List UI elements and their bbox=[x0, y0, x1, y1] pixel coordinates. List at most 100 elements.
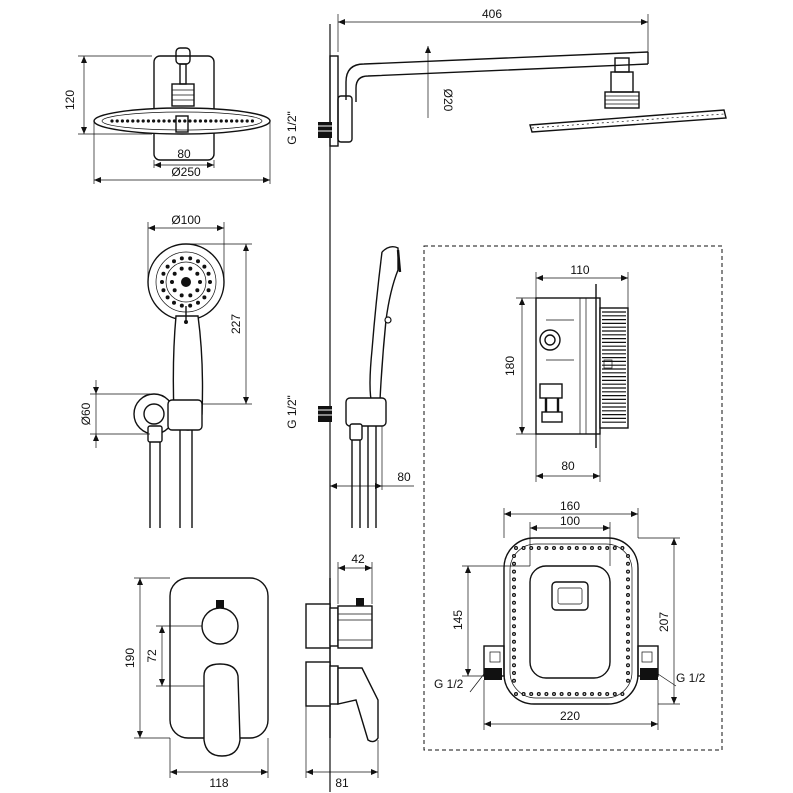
nozzle-dot bbox=[206, 271, 211, 276]
concealed-body-frame bbox=[423, 245, 723, 751]
rivet bbox=[625, 569, 630, 574]
rivet bbox=[511, 624, 516, 629]
rivet bbox=[625, 639, 630, 644]
rivet bbox=[521, 691, 526, 696]
nozzle-dot bbox=[193, 119, 197, 123]
rivet bbox=[511, 647, 516, 652]
dim-mixer-height: 190 bbox=[123, 648, 137, 668]
nozzle-dot bbox=[172, 300, 176, 305]
box-ribs bbox=[602, 311, 626, 423]
nozzle-dot bbox=[152, 119, 156, 123]
nozzle-dot bbox=[235, 119, 239, 123]
plate-rivets bbox=[511, 545, 630, 696]
rivet bbox=[511, 670, 516, 675]
dim-head-height: 120 bbox=[63, 90, 77, 110]
mixer-side-view: 42 81 bbox=[305, 552, 379, 790]
rivet bbox=[625, 585, 630, 590]
rivet bbox=[536, 545, 541, 550]
nozzle-dot bbox=[188, 119, 192, 123]
nozzle-dot bbox=[250, 119, 254, 123]
nozzle-dot bbox=[179, 303, 184, 308]
rivet bbox=[513, 691, 518, 696]
rivet bbox=[544, 545, 549, 550]
dim-mixer-center: 72 bbox=[145, 649, 159, 663]
dim-hand-diameter: Ø100 bbox=[171, 213, 201, 227]
rivet bbox=[625, 592, 630, 597]
thread-label-right: G 1/2 bbox=[676, 671, 706, 685]
rivet bbox=[625, 616, 630, 621]
rivet bbox=[511, 616, 516, 621]
rivet bbox=[551, 691, 556, 696]
rivet bbox=[625, 655, 630, 660]
dim-holder-diameter: Ø60 bbox=[79, 402, 93, 425]
rivet bbox=[625, 631, 630, 636]
rivet bbox=[597, 545, 602, 550]
rivet bbox=[625, 577, 630, 582]
rivet bbox=[511, 600, 516, 605]
nozzle-dot bbox=[208, 280, 212, 284]
hand-shower-side-view: G 1/2" 80 bbox=[285, 245, 414, 528]
nozzle-dot bbox=[230, 119, 234, 123]
nozzle-dot bbox=[172, 259, 176, 264]
rivet bbox=[559, 691, 564, 696]
nozzle-dot bbox=[179, 293, 184, 298]
thread-label-left: G 1/2 bbox=[434, 677, 464, 691]
nozzle-dot bbox=[172, 288, 177, 293]
thread-label-mid: G 1/2" bbox=[285, 395, 299, 429]
nozzle-dot bbox=[204, 119, 208, 123]
rivet bbox=[513, 545, 518, 550]
rivet bbox=[625, 624, 630, 629]
rivet bbox=[567, 691, 572, 696]
dim-pipe-diameter: Ø20 bbox=[441, 89, 455, 112]
nozzle-dot bbox=[202, 264, 207, 269]
nozzle-dot bbox=[165, 295, 170, 300]
rivet bbox=[559, 545, 564, 550]
rivet bbox=[536, 691, 541, 696]
nozzle-dot bbox=[172, 271, 177, 276]
nozzle-dot bbox=[161, 288, 166, 293]
rivet bbox=[620, 545, 625, 550]
nozzle-dot bbox=[196, 300, 200, 305]
rivet bbox=[511, 631, 516, 636]
dim-mixer-side-depth: 81 bbox=[335, 776, 349, 790]
nozzle-dot bbox=[178, 119, 182, 123]
rivet bbox=[582, 545, 587, 550]
rivet bbox=[511, 608, 516, 613]
nozzle-dot bbox=[170, 280, 174, 284]
nozzle-dot bbox=[206, 288, 211, 293]
nozzle-center bbox=[181, 277, 191, 287]
rain-head-nozzles bbox=[110, 119, 254, 123]
rivet bbox=[605, 545, 610, 550]
nozzle-dot bbox=[188, 293, 193, 298]
nozzle-dot bbox=[141, 119, 145, 123]
rivet bbox=[589, 691, 594, 696]
hand-nozzles bbox=[160, 256, 212, 308]
rivet bbox=[625, 600, 630, 605]
nozzle-dot bbox=[245, 119, 249, 123]
rivet bbox=[544, 691, 549, 696]
nozzle-dot bbox=[188, 266, 193, 271]
nozzle-dot bbox=[126, 119, 130, 123]
nozzle-dot bbox=[157, 119, 161, 123]
nozzle-dot bbox=[179, 266, 184, 271]
rain-head-front-view: 120 80 Ø250 bbox=[63, 47, 271, 184]
rivet bbox=[551, 545, 556, 550]
nozzle-dot bbox=[162, 119, 166, 123]
nozzle-dot bbox=[172, 119, 176, 123]
hand-shower-front-view: Ø100 227 Ø60 bbox=[79, 213, 252, 528]
rivet bbox=[612, 545, 617, 550]
rivet bbox=[625, 647, 630, 652]
nozzle-dot bbox=[196, 259, 200, 264]
dim-hose-offset: 80 bbox=[397, 470, 411, 484]
rivet bbox=[511, 678, 516, 683]
nozzle-dot bbox=[120, 119, 124, 123]
rivet bbox=[511, 585, 516, 590]
nozzle-dot bbox=[209, 119, 213, 123]
rivet bbox=[511, 553, 516, 558]
rivet bbox=[582, 691, 587, 696]
nozzle-dot bbox=[183, 119, 187, 123]
dim-head-diameter: Ø250 bbox=[171, 165, 201, 179]
rivet bbox=[567, 545, 572, 550]
nozzle-dot bbox=[110, 119, 114, 123]
concealed-box-side-view: 110 180 80 bbox=[503, 263, 629, 482]
